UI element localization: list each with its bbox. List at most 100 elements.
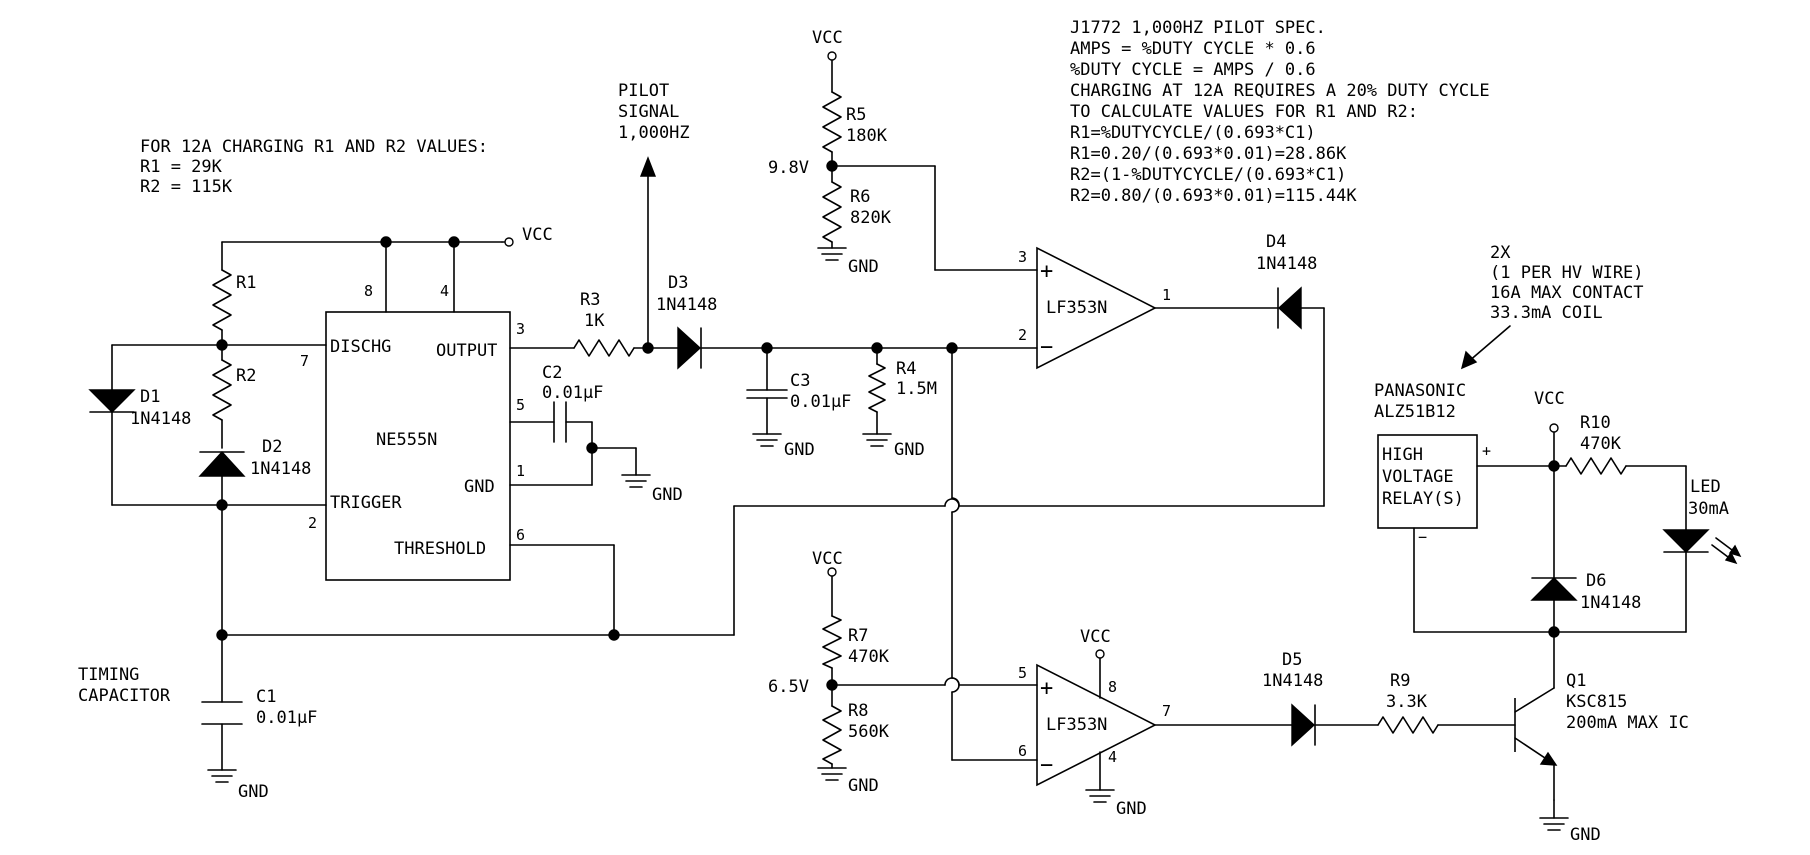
r10-value: 470K	[1580, 434, 1622, 454]
spec-line: R2=(1-%DUTYCYCLE/(0.693*C1)	[1070, 165, 1346, 185]
d2-value: 1N4148	[250, 459, 311, 479]
q1-model: KSC815	[1566, 692, 1627, 712]
junction-dot	[871, 342, 883, 354]
junction-dot	[642, 342, 654, 354]
left-note-title: FOR 12A CHARGING R1 AND R2 VALUES:	[140, 137, 488, 157]
junction-dot	[826, 160, 838, 172]
gnd-label: GND	[894, 440, 925, 460]
pilot-arrowhead	[639, 156, 657, 177]
opamp-1-pin-minus: 2	[1018, 326, 1027, 344]
relay-note-arrowhead	[1460, 350, 1478, 370]
capacitor-c3: C3 0.01µF	[746, 371, 851, 412]
timer-pin-5: 5	[516, 396, 525, 414]
vcc-label: VCC	[1534, 389, 1565, 409]
junction-dot	[1548, 460, 1560, 472]
wires	[111, 59, 1687, 819]
vcc-terminal	[504, 237, 514, 247]
resistor-r9	[1377, 716, 1439, 734]
junction-dot	[946, 342, 958, 354]
timer-pin-1: 1	[516, 462, 525, 480]
relay-model: ALZ51B12	[1374, 402, 1456, 422]
opamp-1-name: LF353N	[1046, 298, 1107, 318]
relay-plus: +	[1482, 442, 1491, 460]
pilot-signal: PILOT SIGNAL 1,000HZ	[618, 81, 690, 177]
diode-d2: D2 1N4148	[198, 437, 311, 479]
voltage-9v8: 9.8V	[768, 158, 809, 178]
r6-value: 820K	[850, 208, 892, 228]
vcc-terminal	[1549, 423, 1559, 433]
relay-maker: PANASONIC	[1374, 381, 1466, 401]
d5-value: 1N4148	[1262, 671, 1323, 691]
d6-label: D6	[1586, 571, 1606, 591]
timer-pin-3: 3	[516, 320, 525, 338]
opamp-1-pin-out: 1	[1162, 286, 1171, 304]
r5-value: 180K	[846, 126, 888, 146]
relay-line2: VOLTAGE	[1382, 467, 1454, 487]
r5-label: R5	[846, 105, 866, 125]
r4-label: R4	[896, 359, 916, 379]
c1-label: C1	[256, 687, 276, 707]
d3-label: D3	[668, 273, 688, 293]
timer-pin-8: 8	[364, 282, 373, 300]
timer-pin-threshold-label: THRESHOLD	[394, 539, 486, 559]
gnd-label: GND	[848, 776, 879, 796]
resistor-r6	[822, 181, 842, 243]
opamp-1: LF353N + − 3 2 1	[1018, 246, 1171, 370]
relay: HIGH VOLTAGE RELAY(S) + − PANASONIC ALZ5…	[1374, 381, 1491, 546]
opamp-2-pin-vcc: 8	[1108, 678, 1117, 696]
opamp-2-pin-gnd: 4	[1108, 748, 1117, 766]
opamp-2-pin-plus: 5	[1018, 664, 1027, 682]
junction-dot	[380, 236, 392, 248]
ground-symbol: GND	[621, 474, 683, 505]
relay-note-line: 33.3mA COIL	[1490, 303, 1603, 323]
ground-symbol: GND	[1085, 789, 1147, 819]
vcc-label: VCC	[1080, 627, 1111, 647]
diode-d6: D6 1N4148	[1530, 571, 1641, 613]
spec-line: R2=0.80/(0.693*0.01)=115.44K	[1070, 186, 1357, 206]
wire-crossover	[944, 677, 960, 686]
diode-d5: D5 1N4148	[1262, 650, 1323, 747]
relay-minus: −	[1418, 528, 1427, 546]
r8-label: R8	[848, 701, 868, 721]
opamp-1-pin-plus: 3	[1018, 248, 1027, 266]
gnd-label: GND	[238, 782, 269, 802]
q1-emitter-arrow	[1539, 751, 1558, 766]
relay-box	[1377, 434, 1478, 529]
resistor-r4	[868, 363, 886, 413]
spec-line: AMPS = %DUTY CYCLE * 0.6	[1070, 39, 1316, 59]
d1-value: 1N4148	[130, 409, 191, 429]
spec-line: CHARGING AT 12A REQUIRES A 20% DUTY CYCL…	[1070, 81, 1490, 101]
vcc-terminal	[827, 51, 837, 61]
junction-dot	[216, 629, 228, 641]
opamp-2-name: LF353N	[1046, 715, 1107, 735]
timer-pin-trigger-label: TRIGGER	[330, 493, 402, 513]
led-value: 30mA	[1688, 499, 1729, 519]
pilot-line: 1,000HZ	[618, 123, 690, 143]
diode-d3: D3 1N4148	[656, 273, 717, 370]
diode-d1: D1 1N4148	[88, 387, 191, 429]
spec-line: R1=0.20/(0.693*0.01)=28.86K	[1070, 144, 1347, 164]
relay-note-arrow	[1467, 325, 1511, 363]
junction-dot	[216, 499, 228, 511]
spec-line: %DUTY CYCLE = AMPS / 0.6	[1070, 60, 1316, 80]
junction-dot	[826, 679, 838, 691]
resistor-r10	[1565, 457, 1627, 475]
left-note-r1: R1 = 29K	[140, 157, 223, 177]
d5-label: D5	[1282, 650, 1302, 670]
diode-d4: D4 1N4148	[1256, 232, 1317, 330]
r9-label: R9	[1390, 671, 1410, 691]
led-label: LED	[1690, 477, 1721, 497]
transistor-q1: Q1 KSC815 200mA MAX IC	[1514, 671, 1689, 801]
timer-pin-2: 2	[308, 514, 317, 532]
ground-symbol: GND	[862, 433, 925, 460]
vcc-label: VCC	[812, 549, 843, 569]
capacitors: C1 0.01µF TIMING CAPACITOR C2 0.01µF C3 …	[78, 363, 851, 728]
junction-dot	[1548, 626, 1560, 638]
ground-symbol: GND	[817, 247, 879, 277]
vcc-label: VCC	[812, 28, 843, 48]
gnd-label: GND	[784, 440, 815, 460]
vcc-terminals: VCC VCC VCC VCC VCC	[501, 28, 1565, 659]
opamp-2-body	[1036, 663, 1157, 787]
junction-dot	[216, 339, 228, 351]
